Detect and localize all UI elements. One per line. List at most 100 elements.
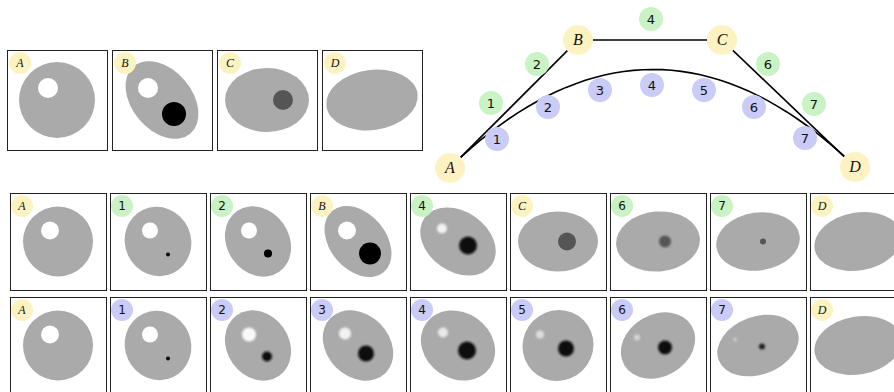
panel-frame bbox=[611, 194, 707, 291]
dark-spot bbox=[262, 352, 272, 362]
label-badge: 4 bbox=[411, 195, 433, 217]
curved-path bbox=[461, 69, 845, 157]
panel-frame bbox=[218, 51, 318, 151]
label-badge: 7 bbox=[711, 195, 733, 217]
dark-spot bbox=[458, 342, 476, 360]
dark-spot bbox=[273, 90, 293, 110]
label-badge: A bbox=[11, 299, 33, 321]
dark-spot bbox=[558, 341, 574, 357]
label-badge: 5 bbox=[692, 78, 716, 102]
label-badge: 1 bbox=[479, 91, 503, 115]
label-badge: A bbox=[9, 52, 31, 74]
blob-shape bbox=[225, 68, 309, 132]
blob-shape bbox=[407, 193, 509, 289]
dark-spot bbox=[659, 236, 671, 248]
badge-text: 6 bbox=[764, 58, 772, 71]
badge-text: 6 bbox=[750, 101, 758, 114]
label-badge: 6 bbox=[611, 195, 633, 217]
light-spot bbox=[338, 222, 356, 240]
light-spot bbox=[438, 328, 448, 338]
label-badge: 2 bbox=[211, 195, 233, 217]
panel-frame bbox=[111, 298, 207, 392]
label-badge: 2 bbox=[536, 95, 560, 119]
badge-text: C bbox=[226, 57, 234, 69]
label-badge: A bbox=[435, 153, 465, 183]
badge-text: D bbox=[331, 57, 340, 69]
label-badge: 2 bbox=[525, 52, 549, 76]
panel-frame bbox=[811, 298, 894, 392]
label-badge: 1 bbox=[485, 127, 509, 151]
badge-text: 4 bbox=[418, 200, 426, 212]
blob-shape bbox=[518, 212, 598, 272]
panel-frame bbox=[11, 298, 107, 392]
blob-shape bbox=[111, 47, 214, 153]
badge-text: 3 bbox=[318, 304, 326, 316]
light-spot bbox=[536, 331, 544, 339]
panel-frame bbox=[711, 194, 807, 291]
panel-frame bbox=[211, 298, 307, 392]
label-badge: C bbox=[219, 52, 241, 74]
panel-frame bbox=[8, 51, 108, 151]
badge-text: 5 bbox=[518, 304, 526, 316]
light-spot bbox=[41, 326, 59, 344]
label-badge: 7 bbox=[793, 126, 817, 150]
panel-frame bbox=[511, 194, 607, 291]
label-badge: C bbox=[511, 195, 533, 217]
badge-text: 5 bbox=[700, 84, 708, 97]
light-spot bbox=[41, 222, 59, 240]
light-spot bbox=[138, 78, 158, 98]
label-badge: A bbox=[11, 195, 33, 217]
dark-spot bbox=[358, 346, 374, 362]
label-badge: 7 bbox=[802, 92, 826, 116]
label-badge: D bbox=[324, 52, 346, 74]
badge-text: A bbox=[18, 304, 25, 316]
badge-text: A bbox=[18, 200, 25, 212]
label-badge: D bbox=[840, 152, 870, 182]
dark-spot bbox=[759, 344, 765, 350]
label-badge: 3 bbox=[588, 78, 612, 102]
blob-shape bbox=[23, 207, 93, 277]
label-badge: 6 bbox=[742, 95, 766, 119]
label-badge: 5 bbox=[511, 299, 533, 321]
badge-text: 1 bbox=[487, 97, 495, 110]
label-badge: 2 bbox=[211, 299, 233, 321]
badge-text: 2 bbox=[544, 101, 552, 114]
light-spot bbox=[339, 328, 351, 340]
blob-shape bbox=[614, 208, 703, 275]
label-badge: D bbox=[811, 299, 833, 321]
badge-text: 1 bbox=[118, 200, 126, 212]
dark-spot bbox=[459, 237, 477, 255]
light-spot bbox=[242, 328, 256, 342]
panel-frame bbox=[323, 51, 423, 151]
panel-frame bbox=[111, 194, 207, 291]
badge-text: 7 bbox=[718, 200, 726, 212]
light-spot bbox=[142, 327, 158, 343]
badge-text: D bbox=[818, 304, 827, 316]
dark-spot bbox=[166, 357, 170, 361]
dark-spot bbox=[162, 102, 186, 126]
badge-text: 4 bbox=[648, 79, 656, 92]
light-spot bbox=[733, 338, 737, 342]
label-badge: 4 bbox=[640, 73, 664, 97]
badge-text: D bbox=[818, 200, 827, 212]
dark-spot bbox=[264, 250, 272, 258]
badge-text: B bbox=[121, 57, 128, 69]
badge-text: 6 bbox=[618, 304, 626, 316]
label-badge: 6 bbox=[756, 52, 780, 76]
dark-spot bbox=[359, 243, 381, 265]
label-badge: B bbox=[114, 52, 136, 74]
dark-spot bbox=[558, 233, 576, 251]
badge-text: 2 bbox=[533, 58, 541, 71]
panel-frame bbox=[811, 194, 894, 291]
badge-text: A bbox=[16, 57, 23, 69]
label-badge: B bbox=[563, 25, 593, 55]
badge-text: A bbox=[445, 160, 455, 176]
blob-shape bbox=[211, 193, 304, 289]
badge-text: B bbox=[318, 200, 325, 212]
badge-text: 1 bbox=[118, 304, 126, 316]
badge-text: 6 bbox=[618, 200, 626, 212]
polyline-path bbox=[461, 51, 568, 158]
label-badge: 4 bbox=[411, 299, 433, 321]
light-spot bbox=[437, 224, 447, 234]
dark-spot bbox=[658, 341, 672, 355]
